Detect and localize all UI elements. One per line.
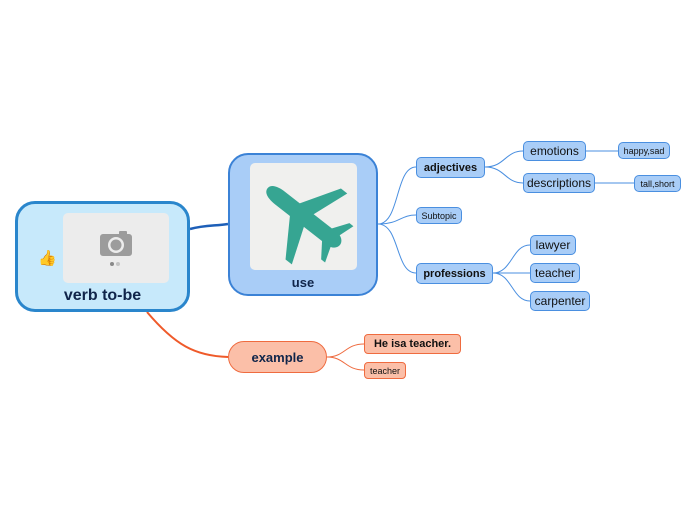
topic-teacher[interactable]: teacher <box>530 263 580 283</box>
airplane-icon <box>250 163 357 270</box>
topic-example-sentence[interactable]: He isa teacher. <box>364 334 461 354</box>
topic-tall-short[interactable]: tall,short <box>634 175 681 192</box>
topic-happy-sad[interactable]: happy,sad <box>618 142 670 159</box>
topic-example-teacher[interactable]: teacher <box>364 362 406 379</box>
topic-adjectives[interactable]: adjectives <box>416 157 485 178</box>
use-label: use <box>291 275 315 290</box>
topic-carpenter[interactable]: carpenter <box>530 291 590 311</box>
topic-professions[interactable]: professions <box>416 263 493 284</box>
topic-lawyer[interactable]: lawyer <box>530 235 576 255</box>
root-topic[interactable]: 👍 verb to-be <box>15 201 190 312</box>
topic-subtopic[interactable]: Subtopic <box>416 207 462 224</box>
topic-use[interactable]: use <box>228 153 378 296</box>
root-label: verb to-be <box>63 287 142 304</box>
topic-descriptions[interactable]: descriptions <box>523 173 595 193</box>
topic-emotions[interactable]: emotions <box>523 141 586 161</box>
camera-icon <box>63 213 169 283</box>
thumbs-up-icon: 👍 <box>38 250 57 267</box>
topic-example[interactable]: example <box>228 341 327 373</box>
